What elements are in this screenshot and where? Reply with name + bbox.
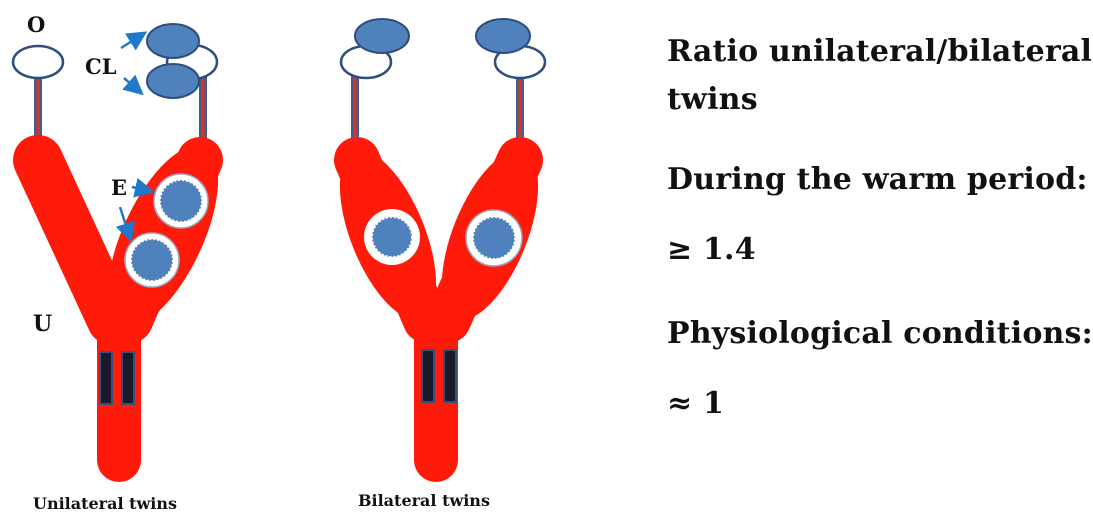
corpus-luteum-2 (147, 64, 199, 98)
physiological-value: ≈ 1 (667, 380, 1087, 428)
cervix-right-bar (122, 352, 134, 404)
warm-period-label: During the warm period: (667, 156, 1087, 204)
bilateral-left-corpus-luteum (355, 19, 409, 53)
corpus-luteum-1 (147, 24, 199, 58)
uterus-diagram: O CL E U (0, 0, 660, 519)
cl-arrow-up (121, 34, 143, 48)
left-uterine-horn (38, 160, 112, 320)
caption-unilateral: Unilateral twins (33, 494, 177, 513)
bilateral-embryo-right (466, 210, 522, 266)
embryo-2 (125, 233, 179, 287)
bilateral-uterus (320, 19, 558, 482)
bilateral-cervix-right-bar (444, 350, 456, 402)
left-ovary (13, 46, 63, 78)
uterus-label: U (33, 311, 52, 337)
ratio-text-panel: Ratio unilateral/bilateral twins During … (667, 28, 1087, 428)
unilateral-uterus: O CL E U (13, 12, 241, 482)
ratio-heading-line1: Ratio unilateral/bilateral (667, 28, 1087, 76)
caption-bilateral: Bilateral twins (358, 491, 490, 510)
bilateral-cervix-left-bar (422, 350, 434, 402)
bilateral-right-corpus-luteum (476, 19, 530, 53)
bilateral-embryo-left (364, 209, 420, 265)
ratio-heading-line2: twins (667, 76, 1087, 124)
physiological-label: Physiological conditions: (667, 310, 1087, 358)
cervix-left-bar (100, 352, 112, 404)
corpus-luteum-label: CL (85, 54, 117, 79)
warm-period-value: ≥ 1.4 (667, 226, 1087, 274)
ovary-label: O (27, 12, 45, 37)
embryo-1 (154, 174, 208, 228)
embryo-label: E (111, 175, 127, 200)
cl-arrow-down (124, 78, 140, 92)
